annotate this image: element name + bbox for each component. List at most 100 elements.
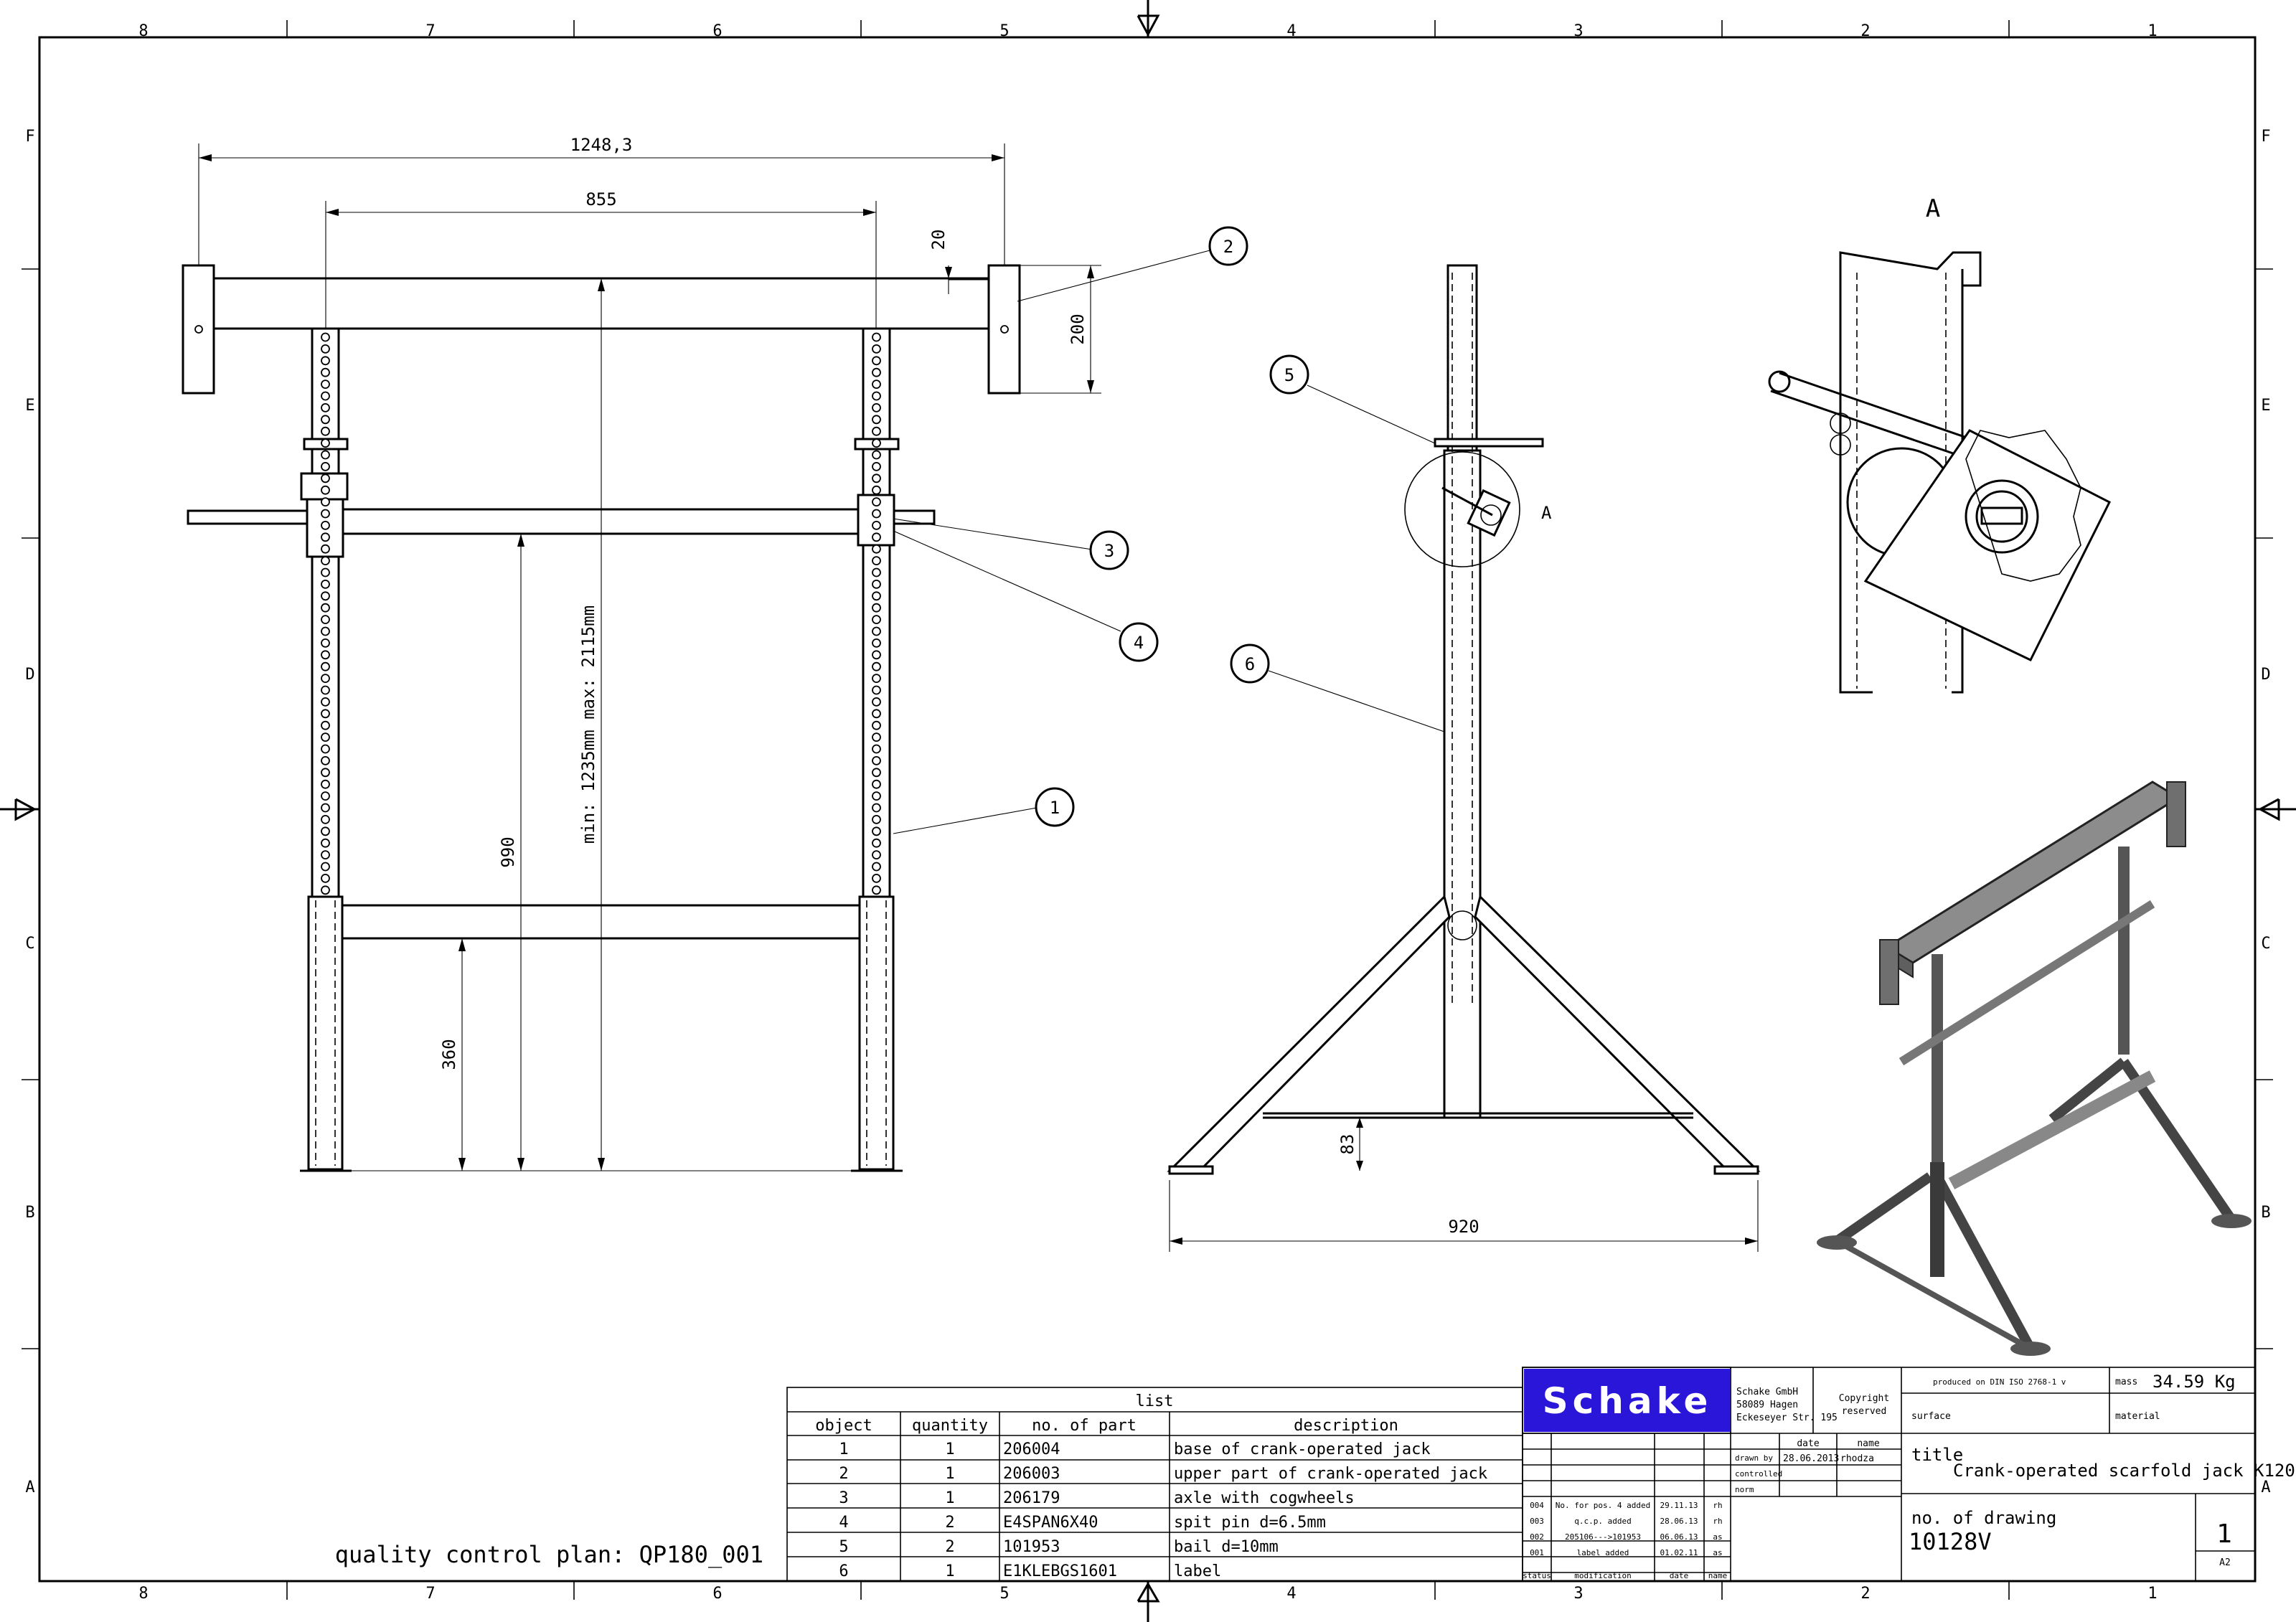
mass-value: 34.59 Kg	[2152, 1372, 2236, 1392]
post-hole	[321, 685, 330, 695]
post-hole	[321, 779, 330, 789]
post-hole	[872, 826, 881, 836]
post-hole	[872, 638, 881, 648]
post-hole	[872, 709, 881, 719]
post-hole	[872, 850, 881, 859]
col-part-no: no. of part	[1032, 1417, 1137, 1435]
post-hole	[872, 509, 881, 519]
parts-list-object-cell: 5	[839, 1538, 848, 1556]
parts-list-description-cell: spit pin d=6.5mm	[1174, 1514, 1326, 1532]
post-hole	[321, 367, 330, 377]
post-hole	[321, 580, 330, 589]
post-hole	[321, 732, 330, 742]
post-hole	[321, 756, 330, 765]
revision-date-cell: 01.02.11	[1660, 1548, 1698, 1557]
post-hole	[321, 603, 330, 613]
detail-a-view	[1768, 251, 2112, 694]
post-hole	[872, 791, 881, 801]
grid-row-e-left: E	[25, 397, 34, 415]
parts-list-part-cell: 206179	[1003, 1489, 1060, 1507]
drawn-date: 28.06.2013	[1783, 1453, 1839, 1464]
post-hole	[872, 415, 881, 425]
sheet-number: 1	[2216, 1519, 2232, 1549]
grid-col-4-bottom: 4	[1286, 1585, 1296, 1603]
post-hole	[872, 779, 881, 789]
drawing-no: 10128V	[1909, 1528, 1992, 1555]
grid-row-c-right: C	[2261, 935, 2270, 953]
post-hole	[872, 697, 881, 707]
post-hole	[872, 885, 881, 895]
revision-name-cell: as	[1713, 1548, 1722, 1557]
post-hole	[321, 485, 330, 495]
copyright-line-1: Copyright	[1839, 1393, 1889, 1404]
revision-name-cell: rh	[1713, 1517, 1722, 1526]
post-hole	[321, 709, 330, 719]
post-hole	[872, 674, 881, 683]
post-hole	[321, 826, 330, 836]
revision-status-cell: 004	[1530, 1501, 1544, 1510]
revision-modification-cell: label added	[1577, 1548, 1629, 1557]
drawn-name: rhodza	[1840, 1453, 1874, 1464]
post-hole	[321, 591, 330, 601]
dim-height-range: min: 1235mm max: 2115mm	[578, 605, 598, 844]
post-hole	[872, 344, 881, 354]
grid-col-8-bottom: 8	[138, 1585, 148, 1603]
post-hole	[872, 862, 881, 872]
drawing-no-label: no. of drawing	[1911, 1508, 2056, 1528]
dim-head-height: 200	[1068, 313, 1088, 344]
detail-marker-a: A	[1541, 503, 1552, 523]
grid-ticks	[22, 20, 2273, 1600]
parts-list-description-cell: axle with cogwheels	[1174, 1489, 1355, 1507]
post-hole	[321, 473, 330, 484]
grid-col-5-bottom: 5	[999, 1585, 1009, 1603]
mass-label: mass	[2115, 1377, 2137, 1387]
post-hole	[872, 379, 881, 389]
revision-status-cell: 002	[1530, 1532, 1544, 1542]
post-hole	[872, 403, 881, 412]
balloon-2: 2	[1223, 237, 1233, 257]
post-hole	[872, 615, 881, 624]
grid-col-2-top: 2	[1860, 22, 1870, 40]
post-hole	[872, 462, 881, 471]
revision-date-cell: 06.06.13	[1660, 1532, 1698, 1542]
parts-list-quantity-cell: 1	[945, 1465, 954, 1483]
rev-header-status: status	[1523, 1571, 1551, 1580]
name-header: name	[1857, 1438, 1879, 1449]
grid-row-d-left: D	[25, 666, 34, 684]
post-hole	[321, 697, 330, 707]
post-hole	[321, 344, 330, 354]
grid-row-e-right: E	[2261, 397, 2270, 415]
post-hole	[321, 638, 330, 648]
parts-list-object-cell: 1	[839, 1441, 848, 1458]
grid-row-a-right: A	[2261, 1479, 2270, 1496]
grid-col-8-top: 8	[138, 22, 148, 40]
company-line-3: Eckeseyer Str. 195	[1736, 1413, 1838, 1423]
parts-list-description-cell: base of crank-operated jack	[1174, 1441, 1431, 1458]
col-quantity: quantity	[912, 1417, 988, 1435]
post-hole	[321, 720, 330, 730]
isometric-view	[1817, 781, 2252, 1356]
post-hole	[872, 567, 881, 577]
post-hole	[872, 438, 881, 448]
parts-list-quantity-cell: 2	[945, 1514, 954, 1532]
parts-list-description-cell: bail d=10mm	[1174, 1538, 1279, 1556]
dim-foot-height: 83	[1337, 1134, 1358, 1155]
post-hole	[321, 521, 330, 530]
parts-list-heading: list	[1136, 1392, 1174, 1410]
parts-list-object-cell: 6	[839, 1562, 848, 1580]
post-hole	[321, 379, 330, 389]
post-hole	[321, 450, 330, 460]
post-hole	[872, 532, 881, 542]
post-hole	[872, 426, 881, 436]
qc-plan: quality control plan: QP180_001	[335, 1541, 763, 1568]
grid-col-6-bottom: 6	[712, 1585, 722, 1603]
post-hole	[872, 685, 881, 695]
parts-list-part-cell: E1KLEBGS1601	[1003, 1562, 1117, 1580]
grid-col-5-top: 5	[999, 22, 1009, 40]
title-block-grid	[1522, 1367, 2256, 1582]
post-hole	[872, 874, 881, 883]
parts-list-quantity-cell: 1	[945, 1441, 954, 1458]
post-hole	[872, 838, 881, 848]
post-hole	[321, 744, 330, 754]
